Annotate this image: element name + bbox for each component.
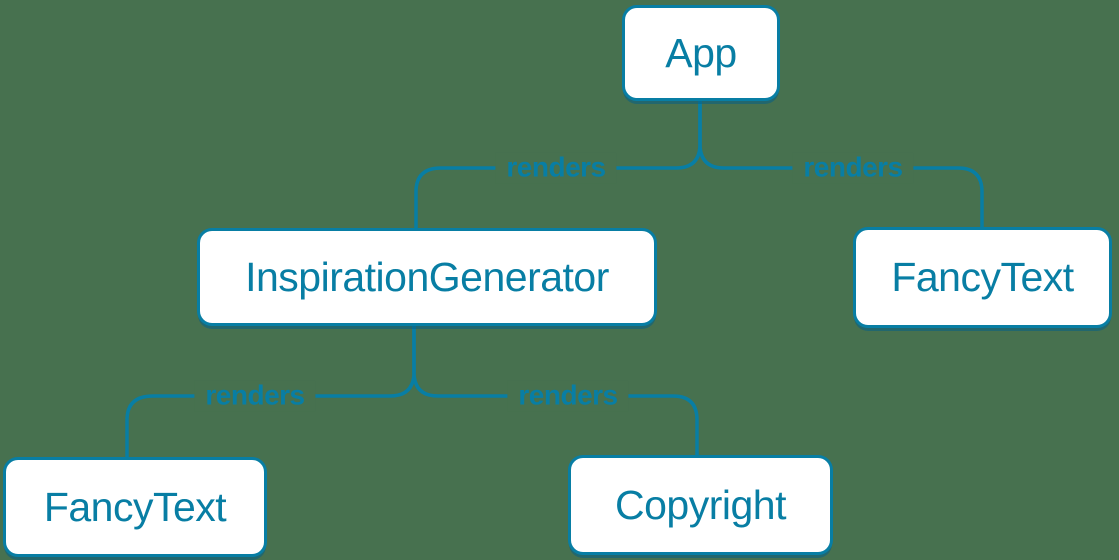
node-copyright: Copyright xyxy=(568,455,833,555)
node-fancy-text-bottom: FancyText xyxy=(3,457,267,557)
edge-label-app-fancytext: renders xyxy=(792,152,914,184)
node-app: App xyxy=(622,5,780,101)
node-fancy-text-top-label: FancyText xyxy=(891,254,1074,300)
edge-label-app-inspirationgenerator: renders xyxy=(495,152,617,184)
node-copyright-label: Copyright xyxy=(615,481,786,528)
node-inspiration-generator-label: InspirationGenerator xyxy=(245,253,609,300)
node-inspiration-generator: InspirationGenerator xyxy=(197,228,657,326)
node-fancy-text-bottom-label: FancyText xyxy=(43,483,227,530)
node-fancy-text-top: FancyText xyxy=(853,227,1112,328)
edge-label-inspirationgenerator-fancytext: renders xyxy=(194,380,316,412)
node-app-label: App xyxy=(665,29,737,76)
edge-label-inspirationgenerator-copyright: renders xyxy=(507,380,629,412)
